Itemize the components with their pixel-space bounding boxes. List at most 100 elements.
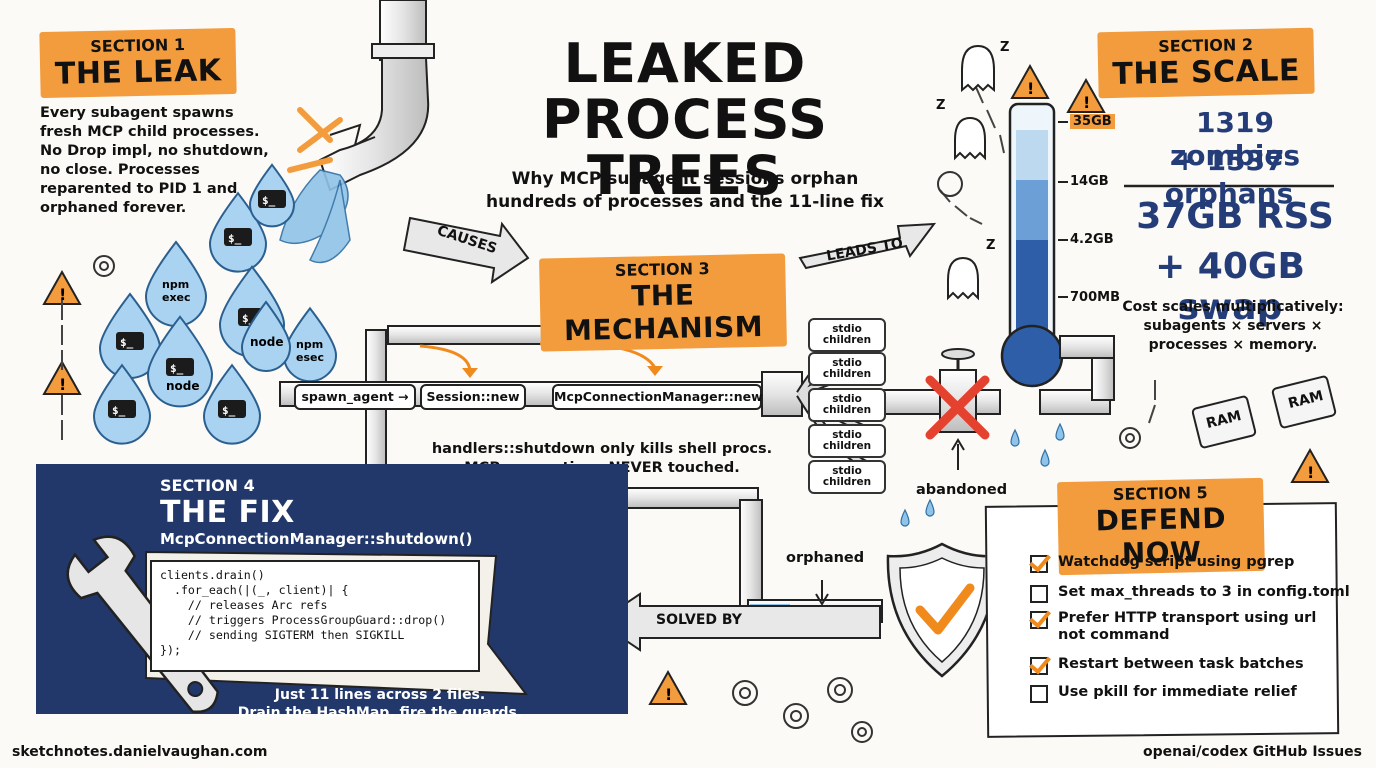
stdio-children-4: stdio children	[808, 424, 886, 458]
gear-icon	[93, 255, 115, 277]
checkbox-checked-icon[interactable]	[1030, 657, 1048, 675]
checkbox-checked-icon[interactable]	[1030, 611, 1048, 629]
gauge-tick-35gb: 35GB	[1070, 114, 1115, 129]
ghost-icon	[947, 256, 979, 301]
section-4-header: SECTION 4 THE FIX	[160, 476, 300, 530]
warning-icon: !	[1010, 63, 1050, 99]
checklist-item[interactable]: Restart between task batches	[1030, 656, 1304, 675]
section-1-body-line: no close. Processes	[40, 162, 200, 178]
stdio-children-3: stdio children	[808, 388, 886, 422]
section-3-title: THE MECHANISM	[563, 278, 764, 348]
svg-text:!: !	[1027, 79, 1034, 98]
orphaned-label: orphaned	[786, 550, 865, 566]
checkbox-checked-icon[interactable]	[1030, 555, 1048, 573]
section-1-body-line: reparented to PID 1 and	[40, 181, 238, 197]
water-drop-icon: $_node	[146, 315, 214, 408]
gear-icon	[783, 703, 809, 729]
water-spray-icon	[279, 169, 351, 264]
svg-text:npm: npm	[296, 338, 323, 351]
svg-text:!: !	[1307, 463, 1314, 482]
checklist-item[interactable]: Use pkill for immediate relief	[1030, 684, 1297, 703]
subtitle-line-2: hundreds of processes and the 11-line fi…	[485, 192, 885, 212]
water-drop-icon: $_	[202, 363, 262, 445]
section-2-note: Cost scales multiplicatively:subagents ×…	[1120, 298, 1346, 355]
stdio-children-2: stdio children	[808, 352, 886, 386]
svg-text:$_: $_	[222, 404, 236, 417]
svg-text:$_: $_	[228, 232, 242, 245]
section-1-title: THE LEAK	[54, 53, 222, 92]
stdio-children-5: stdio children	[808, 460, 886, 494]
warning-icon: !	[1290, 447, 1330, 483]
checkbox-empty-icon[interactable]	[1030, 585, 1048, 603]
checklist-item-label: Use pkill for immediate relief	[1058, 684, 1297, 700]
svg-text:$_: $_	[170, 362, 184, 375]
section-2-highlight: SECTION 2 THE SCALE	[1097, 27, 1315, 99]
stat-rss: 37GB RSS	[1136, 196, 1334, 237]
section-4-function: McpConnectionManager::shutdown()	[160, 530, 473, 548]
gauge-tick-14gb: 14GB	[1070, 174, 1109, 189]
gear-icon	[827, 677, 853, 703]
warning-icon: !	[1066, 77, 1106, 113]
warning-icon: !	[42, 269, 82, 305]
section-1-body-line: Every subagent spawns	[40, 105, 234, 121]
checkbox-empty-icon[interactable]	[1030, 685, 1048, 703]
section-1-body-line: No Drop impl, no shutdown,	[40, 143, 269, 159]
flow-spawn-agent: spawn_agent →	[294, 384, 416, 410]
ghost-icon	[954, 116, 986, 161]
checklist-item[interactable]: Watchdog script using pgrep	[1030, 554, 1294, 573]
ram-chip-icon	[1191, 375, 1337, 449]
ghost-icon	[961, 44, 995, 93]
footer-source-left: sketchnotes.danielvaughan.com	[12, 744, 268, 760]
section-1-body-line: orphaned forever.	[40, 200, 187, 216]
svg-text:node: node	[250, 335, 284, 349]
leaking-pipe-icon	[287, 0, 435, 192]
zzz-2: Z	[936, 98, 946, 113]
water-drop-icon: $_	[248, 163, 296, 228]
subtitle-line-1: Why MCP subagent sessions orphan	[511, 169, 859, 189]
svg-text:$_: $_	[112, 404, 126, 417]
svg-text:node: node	[166, 379, 200, 393]
gauge-tick-700mb: 700MB	[1070, 290, 1120, 305]
stdio-children-1: stdio children	[808, 318, 886, 352]
checklist-item-label: Restart between task batches	[1058, 656, 1304, 672]
checklist-item-label: Watchdog script using pgrep	[1058, 554, 1295, 570]
svg-text:!: !	[665, 685, 672, 704]
svg-text:npm: npm	[162, 278, 189, 291]
stat-swap: + 40GB swap	[1155, 246, 1305, 328]
section-2-note-line: subagents × servers ×	[1143, 318, 1323, 334]
section-4-label: SECTION 4	[160, 476, 255, 495]
svg-text:$_: $_	[120, 336, 134, 349]
flow-session-new: Session::new	[420, 384, 526, 410]
water-drop-icon: node	[240, 300, 292, 372]
page-subtitle: Why MCP subagent sessions orphan hundred…	[470, 168, 900, 214]
mechanism-note-line-1: handlers::shutdown only kills shell proc…	[431, 441, 773, 457]
title-line-1: LEAKED	[563, 32, 807, 95]
section-1-body: Every subagent spawns fresh MCP child pro…	[40, 104, 280, 218]
zzz-3: Z	[986, 238, 996, 253]
section-2-note-line: processes × memory.	[1148, 337, 1318, 353]
checklist-item[interactable]: Prefer HTTP transport using url not comm…	[1030, 610, 1316, 644]
footer-source-right: openai/codex GitHub Issues	[1142, 744, 1362, 760]
gauge-tick-4gb: 4.2GB	[1070, 232, 1114, 247]
gear-icon	[851, 721, 873, 743]
fix-caption-line-1: Just 11 lines across 2 files.	[274, 687, 486, 703]
gear-icon	[1119, 427, 1141, 449]
section-2-header: SECTION 2 THE SCALE	[1097, 27, 1318, 99]
section-1-body-line: fresh MCP child processes.	[40, 124, 260, 140]
section-1-highlight: SECTION 1 THE LEAK	[39, 27, 237, 99]
fix-caption: Just 11 lines across 2 files. Drain the …	[180, 686, 580, 722]
title-line-2: PROCESS TREES	[542, 88, 828, 207]
warning-icon: !	[648, 669, 688, 705]
fix-code-block: clients.drain() .for_each(|(_, client)| …	[150, 560, 480, 672]
stat-orphans: + 1537 orphans	[1164, 144, 1294, 210]
section-2-title: THE SCALE	[1112, 53, 1301, 92]
svg-text:!: !	[59, 285, 66, 304]
checklist-item[interactable]: Set max_threads to 3 in config.toml	[1030, 584, 1350, 603]
svg-text:esec: esec	[296, 351, 324, 364]
thermometer-icon	[1000, 102, 1068, 388]
checklist-item-label: Set max_threads to 3 in config.toml	[1058, 584, 1350, 600]
svg-text:!: !	[59, 375, 66, 394]
